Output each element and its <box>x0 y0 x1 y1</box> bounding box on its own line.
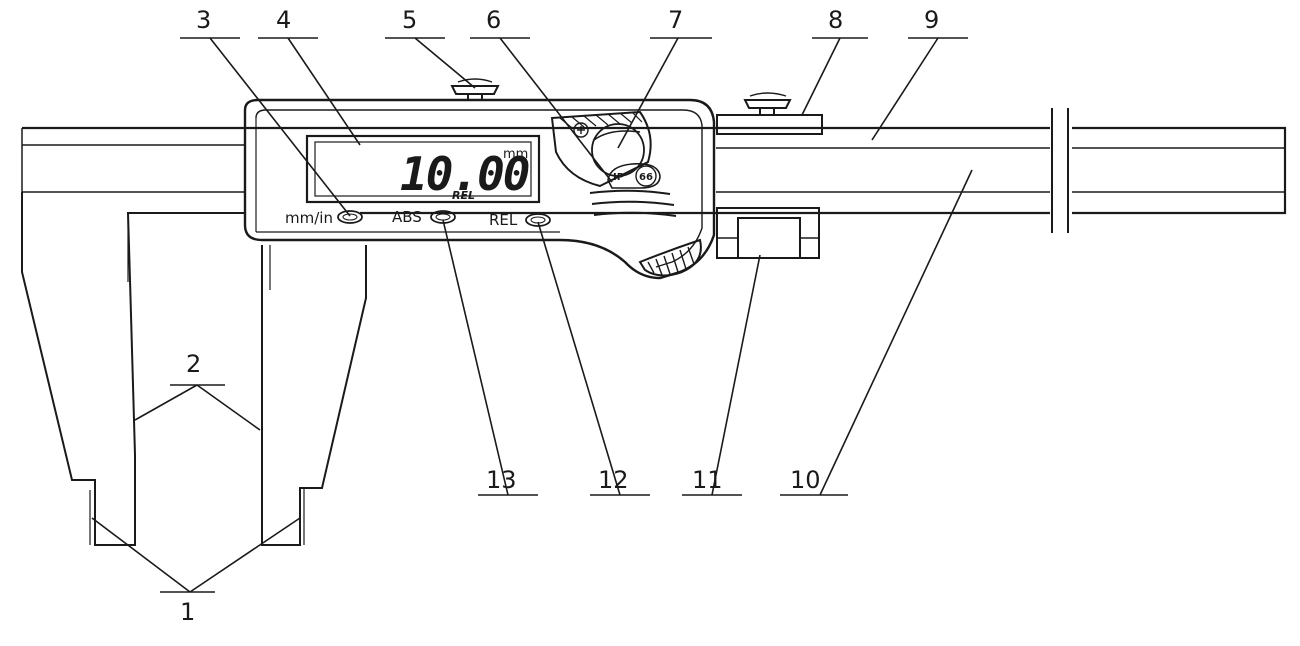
mm-in-button[interactable] <box>337 210 363 224</box>
abs-label: ABS <box>392 208 422 226</box>
ip-prefix: IP <box>613 172 624 183</box>
callout-4: 4 <box>276 6 291 34</box>
callout-3: 3 <box>196 6 211 34</box>
lcd-reading: 10.00 <box>400 147 529 201</box>
callout-1: 1 <box>180 598 195 626</box>
ip-rating: 66 <box>639 172 653 183</box>
battery-cover <box>550 110 652 188</box>
callout-8: 8 <box>828 6 843 34</box>
fixed-jaw <box>21 192 245 546</box>
callout-6: 6 <box>486 6 501 34</box>
slider-body <box>243 98 716 280</box>
depth-rod-block <box>716 207 820 259</box>
callout-11: 11 <box>692 466 723 494</box>
callout-12: 12 <box>598 466 629 494</box>
lcd-unit: mm <box>503 147 528 162</box>
sliding-jaw <box>261 245 367 546</box>
leader-lines <box>91 37 973 593</box>
fine-adjustment-slider <box>716 92 823 135</box>
plus-icon <box>573 122 589 138</box>
locking-screw <box>450 78 500 100</box>
rel-label: REL <box>489 211 518 229</box>
callout-10: 10 <box>790 466 821 494</box>
main-beam <box>21 126 1287 215</box>
callout-13: 13 <box>486 466 517 494</box>
mm-in-label: mm/in <box>285 209 333 227</box>
callout-numbers: 1 2 3 4 5 6 7 8 9 10 11 12 13 <box>180 6 939 626</box>
callout-2: 2 <box>186 350 201 378</box>
mm-in-button-inner <box>342 213 358 221</box>
lcd-mode-indicator: REL <box>452 189 475 202</box>
lcd-display: 10.00 mm REL <box>305 134 541 204</box>
callout-5: 5 <box>402 6 417 34</box>
rel-button[interactable] <box>525 213 551 227</box>
callout-7: 7 <box>668 6 683 34</box>
abs-button-inner <box>435 213 451 221</box>
callout-9: 9 <box>924 6 939 34</box>
ip66-badge: IP 66 <box>607 162 661 189</box>
buttons: mm/in ABS REL <box>285 208 551 229</box>
beam-break-mark <box>1051 108 1069 233</box>
